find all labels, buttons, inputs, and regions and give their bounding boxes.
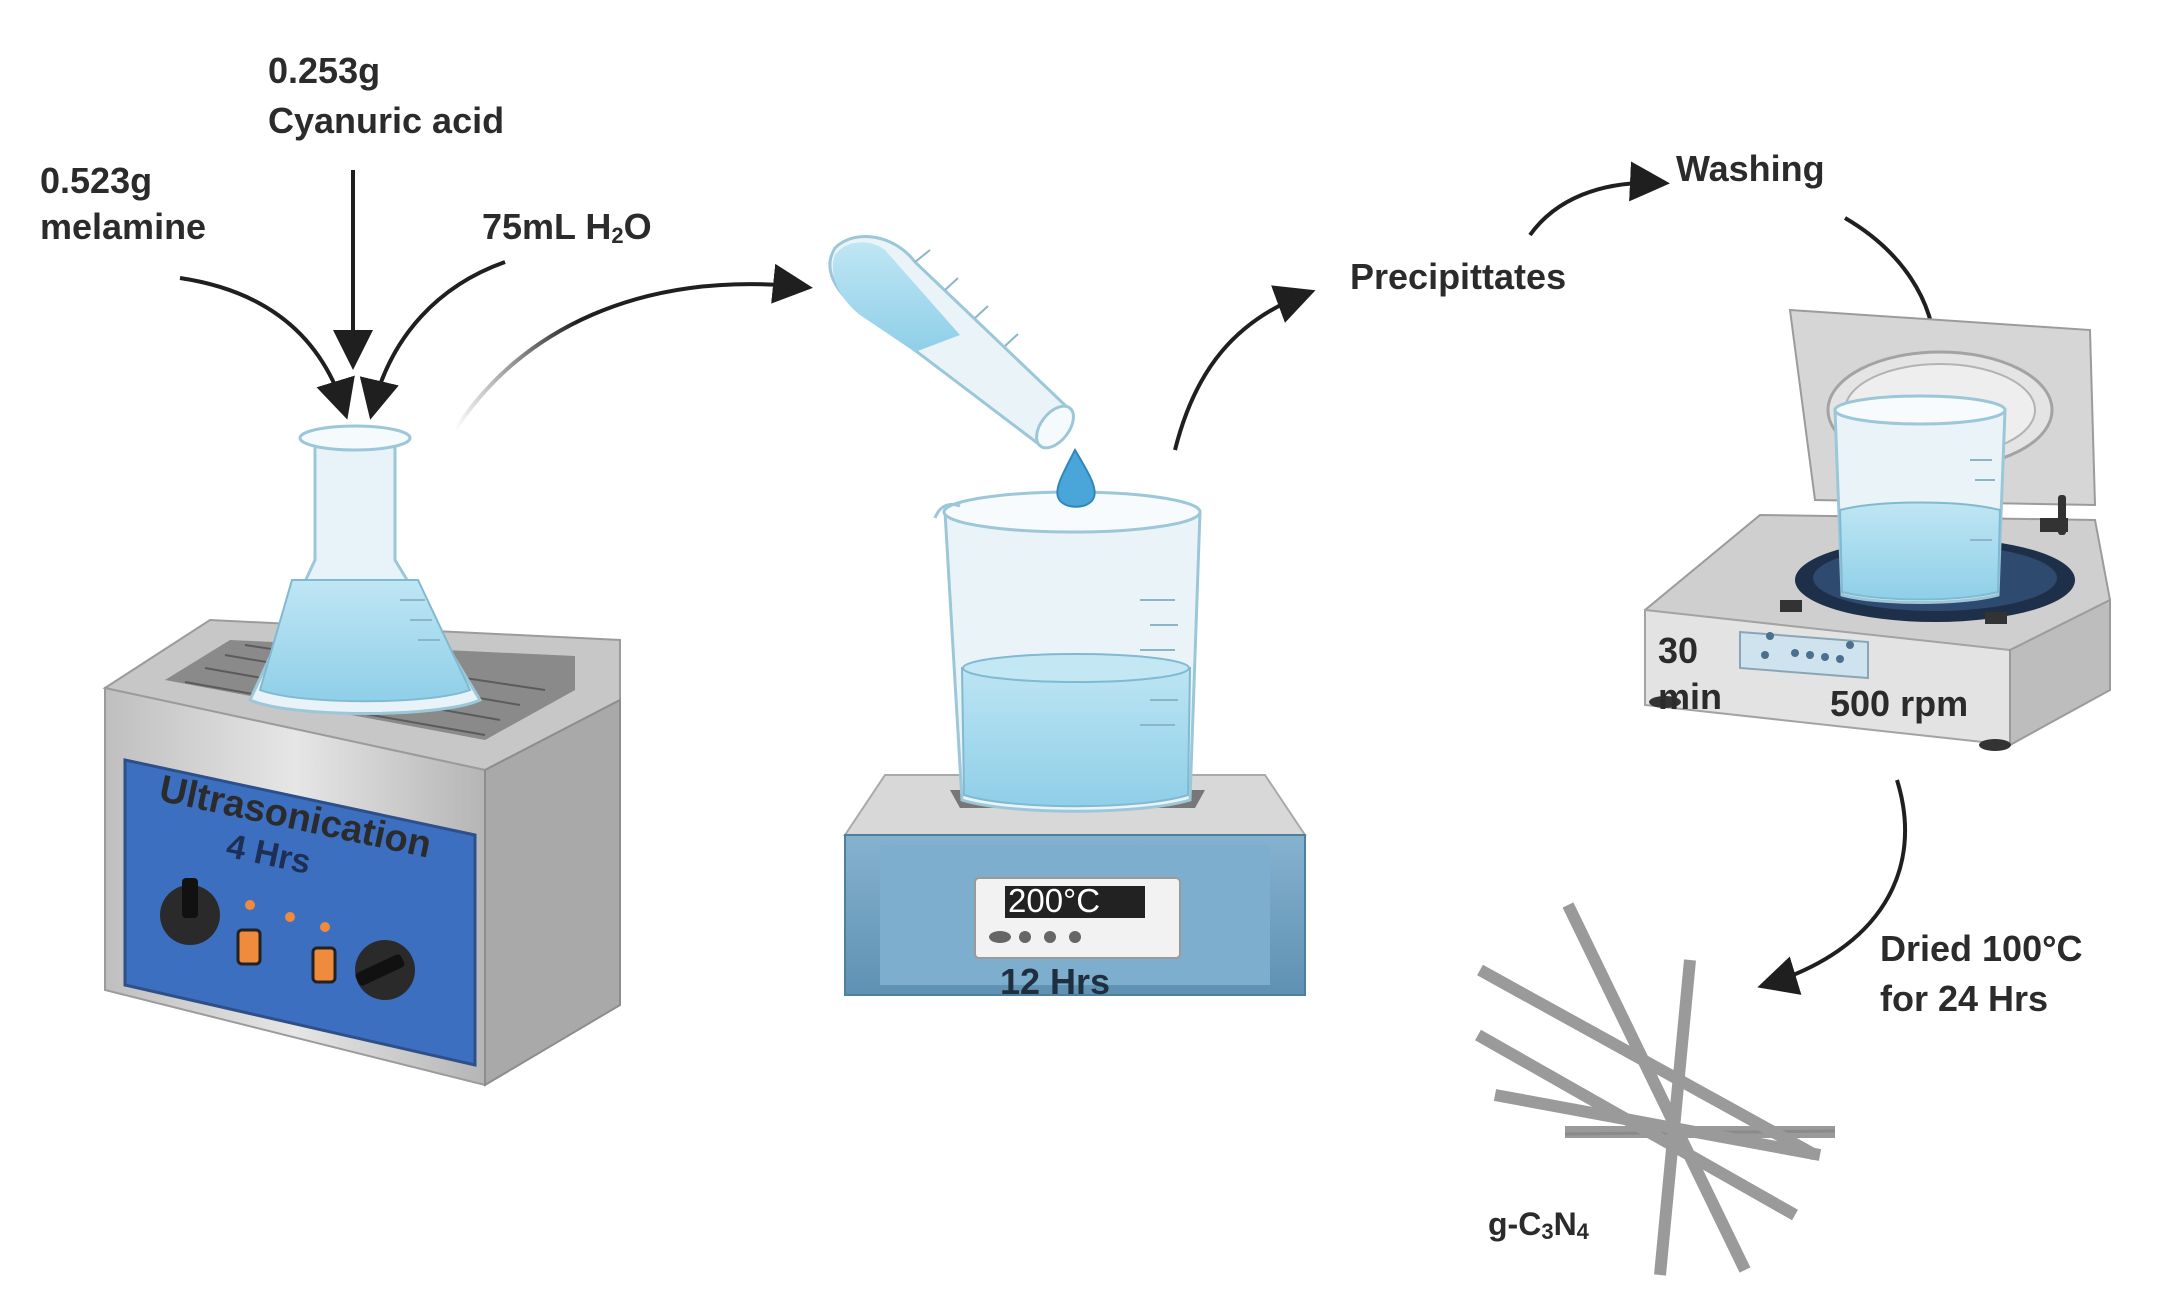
- hotplate-display: 200°C: [1008, 882, 1101, 919]
- arrow-melamine: [179, 276, 355, 420]
- centrifuge-speed-label: 500 rpm: [1830, 683, 1969, 724]
- precipitates-label: Precipittates: [1350, 256, 1567, 297]
- arrow-to-precipitates: [1173, 285, 1316, 451]
- bath-knob-left: [160, 878, 220, 945]
- melamine-amount-label: 0.523g: [40, 160, 153, 201]
- ultrasonic-bath-illustration: [102, 618, 621, 1087]
- hotplate-duration-label: 12 Hrs: [1000, 961, 1111, 1002]
- arrow-to-drying: [1757, 779, 1907, 995]
- water-drop: [1056, 447, 1096, 508]
- product-label-sub1: 3: [1541, 1219, 1554, 1244]
- arrow-to-beaker: [453, 263, 813, 432]
- centrifuge-beaker: [1833, 394, 2007, 604]
- product-label-sub2: 4: [1576, 1219, 1589, 1244]
- beaker: [933, 490, 1202, 813]
- water-label-suffix: O: [623, 206, 652, 247]
- water-label-prefix: 75mL H: [482, 206, 612, 247]
- gc3n4-rods: [1475, 902, 1836, 1276]
- cyanuric-name-label: Cyanuric acid: [268, 100, 505, 141]
- pouring-flask: [828, 235, 1075, 450]
- washing-label: Washing: [1676, 148, 1825, 189]
- product-label: g-C3N4: [1488, 1200, 1589, 1256]
- centrifuge-time-value: 30: [1658, 630, 1699, 671]
- arrow-to-washing: [1528, 161, 1670, 237]
- hotplate-illustration: [843, 774, 1307, 996]
- drying-label-line1: Dried 100°C: [1880, 928, 2083, 969]
- conical-flask: [247, 424, 483, 715]
- bath-knob-right: [355, 940, 415, 1000]
- centrifuge-time-unit: min: [1658, 676, 1723, 717]
- water-label-sub: 2: [611, 223, 624, 248]
- drying-label-line2: for 24 Hrs: [1880, 978, 2049, 1019]
- arrow-water: [359, 260, 506, 420]
- melamine-name-label: melamine: [40, 206, 207, 247]
- product-label-prefix: g-C: [1488, 1206, 1542, 1242]
- product-label-mid: N: [1553, 1206, 1577, 1242]
- water-label: 75mL H2O: [482, 203, 652, 260]
- cyanuric-amount-label: 0.253g: [268, 50, 381, 91]
